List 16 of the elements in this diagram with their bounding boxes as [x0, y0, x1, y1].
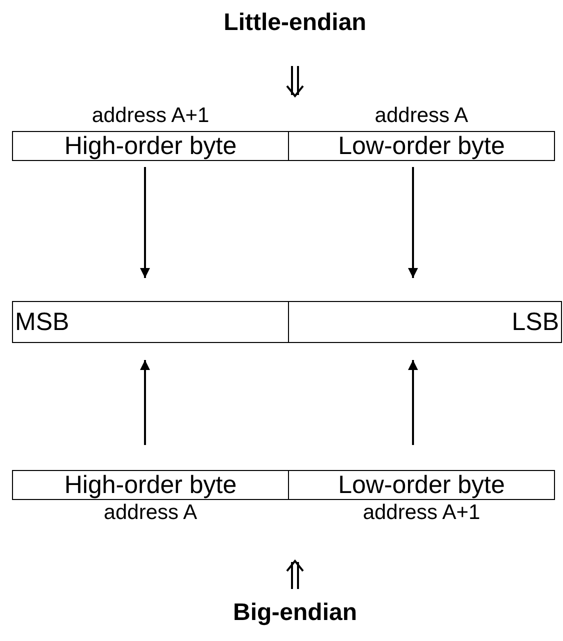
address-label: address A+1 [90, 104, 210, 128]
byte-cell: High-order byte [12, 470, 289, 500]
byte-cell: LSB [288, 301, 562, 343]
address-label: address A [102, 501, 198, 525]
heading-label: Big-endian [233, 599, 357, 627]
address-label: address A [374, 104, 470, 128]
arrow [408, 167, 418, 278]
arrow [140, 360, 150, 445]
byte-cell: High-order byte [12, 131, 289, 161]
byte-cell: Low-order byte [288, 131, 555, 161]
arrow [140, 167, 150, 278]
address-label: address A+1 [362, 501, 482, 525]
byte-cell: MSB [12, 301, 289, 343]
heading-label: Little-endian [224, 9, 366, 37]
byte-cell: Low-order byte [288, 470, 555, 500]
arrow [408, 360, 418, 445]
